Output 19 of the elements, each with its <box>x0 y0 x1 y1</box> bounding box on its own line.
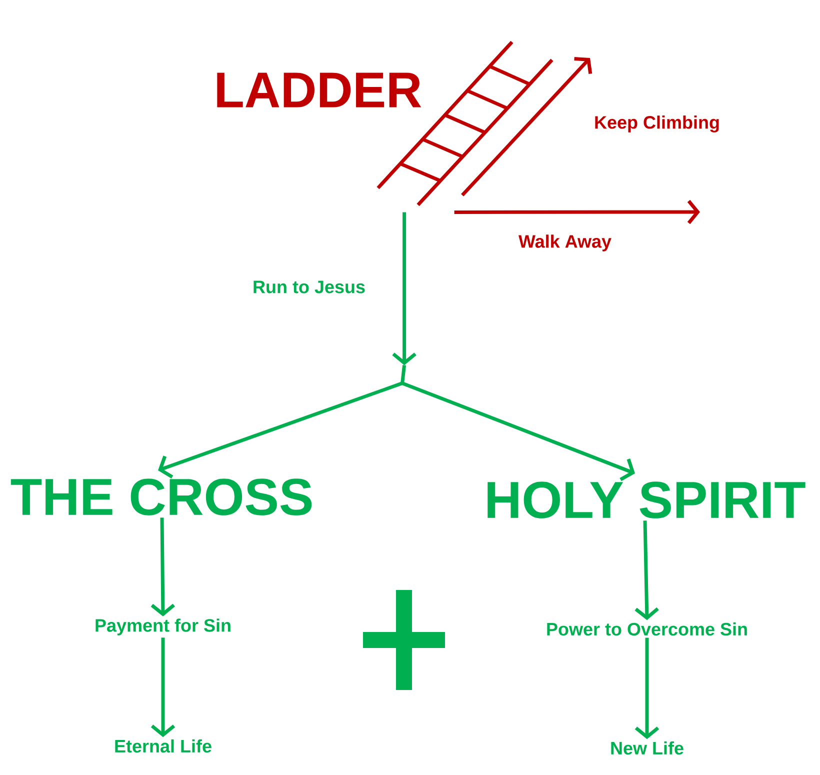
step-text: Power to Overcome Sin <box>547 622 747 636</box>
arrow <box>158 382 403 478</box>
edge-label: Run to Jesus <box>252 280 367 294</box>
step-text: New Life <box>611 741 684 755</box>
edge-label: Walk Away <box>517 234 613 252</box>
arrow <box>150 638 176 738</box>
arrow <box>392 212 416 384</box>
edge-label: Keep Climbing <box>593 114 721 134</box>
heading: HOLY SPIRIT <box>488 482 806 518</box>
arrow <box>402 382 635 482</box>
arrow <box>634 520 659 620</box>
step-text: Payment for Sin <box>96 618 230 636</box>
arrow <box>634 638 660 740</box>
arrow <box>461 57 592 196</box>
step-text: Eternal Life <box>115 739 212 753</box>
arrow <box>454 200 700 224</box>
heading: THE CROSS <box>10 478 312 516</box>
arrow <box>150 518 175 616</box>
ladder-title: LADDER <box>217 72 422 108</box>
